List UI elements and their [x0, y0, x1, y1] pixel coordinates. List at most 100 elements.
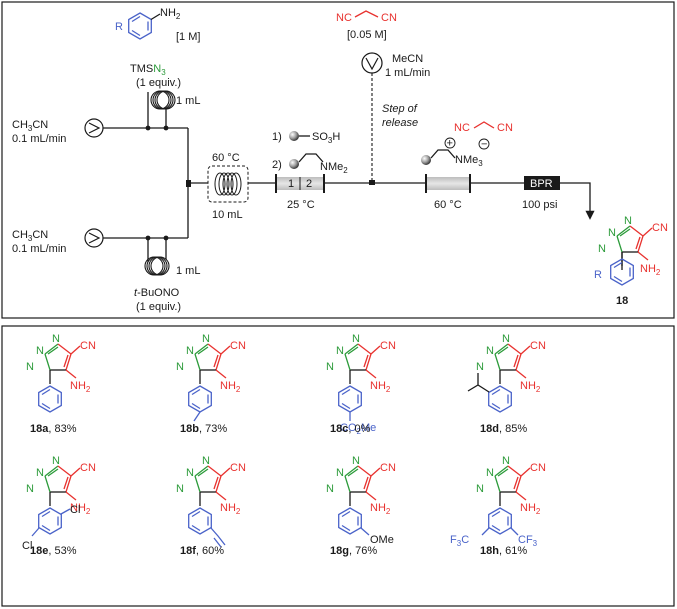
ring-n2: N: [36, 345, 44, 357]
tbuono-label: t-BuONO: [134, 287, 180, 299]
cn-group: CN: [230, 340, 246, 352]
ring-n2: N: [186, 467, 194, 479]
ring-n2: N: [336, 467, 344, 479]
ring-n1: N: [326, 361, 334, 373]
top-coil-volume: 1 mL: [176, 95, 200, 107]
cl-para: Cl: [22, 540, 32, 552]
tbuono-equiv: (1 equiv.): [136, 301, 181, 313]
svg-text:+: +: [447, 138, 453, 150]
minus-charge-icon: [478, 138, 490, 150]
tmsn3-label: TMSN3: [130, 63, 166, 77]
cn-group: CN: [230, 462, 246, 474]
malononitrile-cn-right: CN: [381, 12, 397, 24]
resin-1-group: SO3H: [312, 131, 340, 145]
release-column-temp: 60 °C: [434, 199, 462, 211]
ring-n2: N: [36, 467, 44, 479]
cn-group: CN: [80, 462, 96, 474]
cn-group: CN: [80, 340, 96, 352]
product-n3: N: [624, 215, 632, 227]
ring-n3: N: [52, 333, 60, 345]
resin-3-bead-icon: [421, 155, 431, 165]
f3c-group: F3C: [450, 534, 469, 548]
ring-n3: N: [502, 455, 510, 467]
reactor-volume: 10 mL: [212, 209, 243, 221]
nh2-group: NH2: [370, 380, 391, 394]
nh2-group: NH2: [220, 380, 241, 394]
cn-group: CN: [530, 340, 546, 352]
ome-group: OMe: [370, 534, 394, 546]
reactor-coil: [207, 165, 249, 203]
anion-cn-right: CN: [497, 122, 513, 134]
top-loop-coil: [147, 90, 176, 128]
nh2-group: NH2: [220, 502, 241, 516]
product-n1: N: [598, 243, 606, 255]
compound-label: 18h, 61%: [480, 545, 527, 557]
product-cn: CN: [652, 222, 668, 234]
product-nh2: NH2: [640, 263, 661, 277]
bottom-solvent-flow: 0.1 mL/min: [12, 243, 66, 255]
nh2-group: NH2: [70, 380, 91, 394]
cf3-group: CF3: [518, 534, 538, 548]
resin-1-index: 1): [272, 131, 282, 143]
compound-label: 18a, 83%: [30, 423, 77, 435]
co2me-group: CO2Me: [340, 422, 376, 436]
ring-n3: N: [202, 455, 210, 467]
ring-n1: N: [476, 361, 484, 373]
bpr-block: [524, 176, 560, 190]
nh2-group: NH2: [70, 502, 91, 516]
resin-3-group: NMe3: [455, 154, 483, 168]
product-n2: N: [608, 227, 616, 239]
aniline-r-label: R: [115, 21, 123, 33]
malononitrile-concentration: [0.05 M]: [347, 29, 387, 41]
ring-n2: N: [336, 345, 344, 357]
malononitrile-reagent: [354, 10, 379, 18]
anion-nc-left: NC: [454, 122, 470, 134]
plus-charge-icon: [444, 137, 456, 149]
aniline-reagent: NH2 R: [115, 7, 181, 40]
ring-n2: N: [186, 345, 194, 357]
svg-text:−: −: [481, 139, 487, 151]
bpr-pressure: 100 psi: [522, 199, 557, 211]
release-column: [425, 174, 471, 193]
substrate-scope-frame: [1, 325, 675, 607]
product-18-structure: [610, 225, 653, 286]
top-pump-icon: [84, 118, 104, 138]
compound-label: 18c, 0%: [330, 423, 371, 435]
ring-n1: N: [26, 361, 34, 373]
nh2-group: NH2: [520, 502, 541, 516]
ring-n3: N: [52, 455, 60, 467]
nh2-group: NH2: [370, 502, 391, 516]
product-label: 18: [616, 295, 628, 307]
compound-label: 18f, 60%: [180, 545, 224, 557]
resin-2-group: NMe2: [320, 161, 348, 175]
ring-n3: N: [352, 455, 360, 467]
product-r: R: [594, 269, 602, 281]
nh2-group: NH2: [520, 380, 541, 394]
cl-ortho: Cl: [70, 504, 80, 516]
bottom-solvent-label: CH3CN: [12, 229, 48, 243]
column-section-1: 1: [288, 178, 294, 190]
ring-n1: N: [176, 483, 184, 495]
mecn-label: MeCN: [392, 53, 423, 65]
compound-label: 18d, 85%: [480, 423, 527, 435]
compound-label: 18e, 53%: [30, 545, 77, 557]
bpr-label: BPR: [530, 178, 553, 190]
ring-n2: N: [486, 467, 494, 479]
tmsn3-equiv: (1 equiv.): [136, 77, 181, 89]
malononitrile-nc-left: NC: [336, 12, 352, 24]
amine-concentration: [1 M]: [176, 31, 200, 43]
aniline-nh2-label: NH2: [160, 7, 181, 21]
reactor-temp: 60 °C: [212, 152, 240, 164]
flow-scheme-frame: [1, 1, 675, 319]
release-step-line-1: Step of: [382, 103, 418, 115]
resin-2-index: 2): [272, 159, 282, 171]
compound-label: 18b, 73%: [180, 423, 227, 435]
bottom-pump-icon: [84, 228, 104, 248]
